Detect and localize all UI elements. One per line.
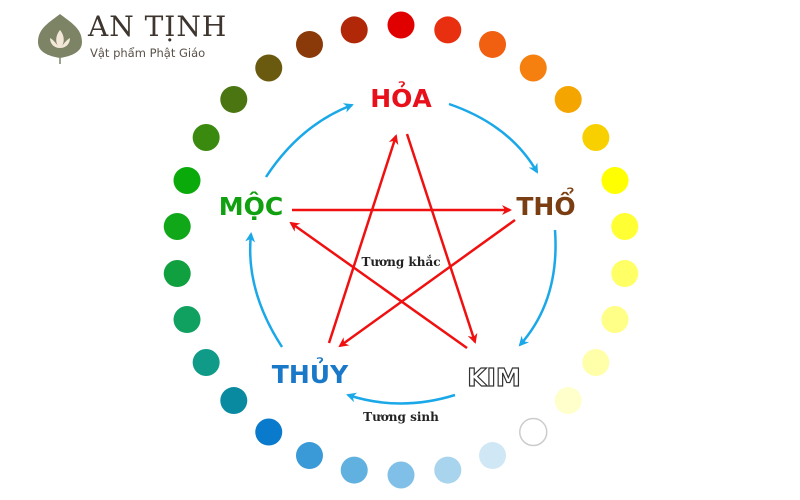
color-dot xyxy=(387,11,415,39)
arrow-hoa-to-tho xyxy=(448,102,539,174)
color-dot xyxy=(434,16,462,44)
color-dot xyxy=(220,85,248,113)
element-thuy: THỦY xyxy=(272,356,349,389)
color-dot xyxy=(387,461,415,489)
color-dot xyxy=(601,306,629,334)
color-dot xyxy=(554,387,582,415)
color-dot xyxy=(340,456,368,484)
arrow-tho-to-kim xyxy=(518,229,557,347)
color-dot xyxy=(295,30,323,58)
arrow-kim-to-moc xyxy=(289,221,468,350)
color-dot xyxy=(554,85,582,113)
color-dot xyxy=(173,306,201,334)
element-tho: THỔ xyxy=(516,186,575,221)
logo-title: AN TỊNH xyxy=(88,10,228,43)
tuong-khac-arrows xyxy=(289,133,516,350)
color-dot xyxy=(173,166,201,194)
element-hoa: HỎA xyxy=(370,80,432,113)
color-dot xyxy=(519,54,547,82)
color-dot xyxy=(163,212,191,240)
color-dot xyxy=(255,54,283,82)
color-ring xyxy=(163,11,639,489)
color-dot xyxy=(340,16,368,44)
arrow-thuy-to-hoa xyxy=(327,134,399,344)
tuong-sinh-arrows xyxy=(245,102,557,405)
color-dot xyxy=(611,212,639,240)
arrow-hoa-to-kim xyxy=(405,133,478,344)
color-dot xyxy=(611,260,639,288)
color-dot xyxy=(192,124,220,151)
color-dot xyxy=(434,456,462,484)
lotus-leaf-icon xyxy=(38,14,82,64)
color-dot xyxy=(582,349,610,376)
color-dot xyxy=(163,260,191,288)
element-kim: KIM xyxy=(467,363,521,392)
color-dot xyxy=(582,124,610,151)
logo-subtitle: Vật phẩm Phật Giáo xyxy=(90,46,206,60)
color-dot xyxy=(192,349,220,376)
color-dot xyxy=(295,442,323,470)
arrow-kim-to-thuy xyxy=(346,392,456,405)
color-dot xyxy=(479,30,507,58)
caption-tuong-khac: Tương khắc xyxy=(361,254,440,269)
color-dot xyxy=(220,387,248,415)
element-moc: MỘC xyxy=(219,191,283,221)
arrow-tho-to-thuy xyxy=(338,218,516,348)
color-dot xyxy=(601,166,629,194)
arrow-thuy-to-moc xyxy=(245,232,284,348)
color-dot xyxy=(255,418,283,446)
arrow-moc-to-hoa xyxy=(264,103,354,178)
color-dot xyxy=(519,417,548,447)
color-dot xyxy=(479,442,507,470)
caption-tuong-sinh: Tương sinh xyxy=(363,410,439,424)
